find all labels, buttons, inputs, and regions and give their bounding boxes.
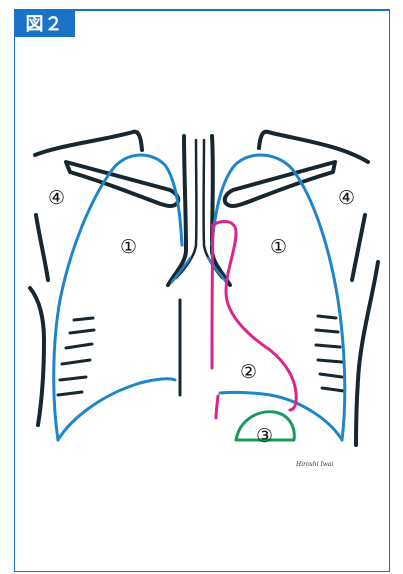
label-soft-left: ④	[48, 187, 65, 209]
rib-left-6	[58, 392, 82, 395]
trachea-right-wall	[212, 136, 230, 285]
rib-right-6	[322, 388, 344, 391]
left-arm-outline	[30, 288, 44, 425]
rib-right-3	[316, 345, 340, 347]
left-shoulder	[35, 132, 142, 155]
left-chest-wall-upper	[36, 215, 48, 280]
label-lung-left: ①	[120, 236, 137, 258]
heart-left-border	[212, 225, 213, 368]
rib-right-5	[320, 374, 342, 377]
label-soft-right: ④	[338, 187, 355, 209]
rib-left-2	[70, 330, 94, 333]
signature: Hiroshi Iwai	[295, 461, 333, 468]
trachea-left-wall	[168, 136, 186, 285]
heart-lower-mark	[216, 396, 218, 418]
rib-right-4	[318, 360, 342, 362]
rib-left-5	[60, 377, 86, 380]
label-stomach: ③	[256, 425, 273, 447]
left-diaphragm	[58, 379, 175, 440]
rib-right-1	[318, 316, 336, 318]
left-lung-outline	[54, 155, 182, 440]
label-lung-right: ①	[270, 236, 287, 258]
left-clavicle	[66, 162, 178, 206]
skeleton-outline	[30, 132, 378, 445]
right-chest-wall-upper	[352, 215, 365, 280]
label-heart: ②	[240, 361, 257, 383]
right-arm-outline	[356, 262, 378, 445]
rib-left-4	[62, 360, 90, 364]
lung-outlines	[54, 155, 345, 440]
rib-left-1	[74, 318, 93, 320]
right-clavicle	[225, 162, 335, 206]
rib-right-2	[316, 330, 338, 332]
rib-left-3	[66, 344, 92, 348]
